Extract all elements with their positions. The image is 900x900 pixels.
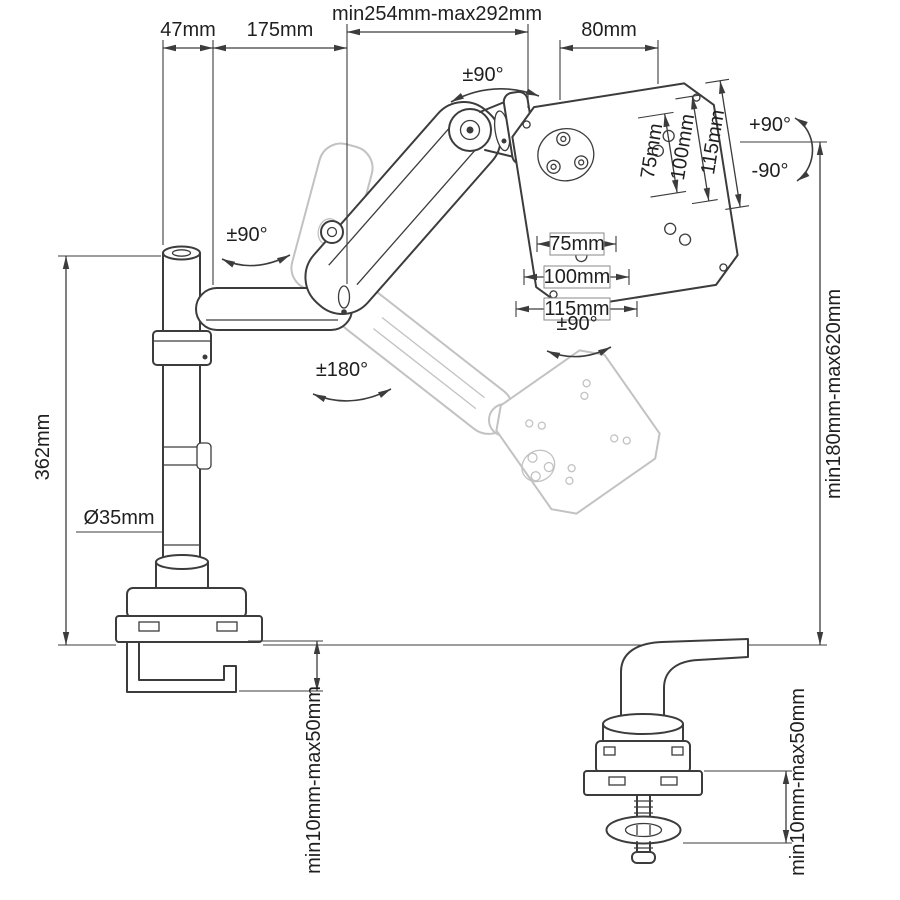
label-80mm: 80mm [581, 19, 637, 41]
label-desk-thickness-detail: min10mm-max50mm [787, 688, 809, 876]
label-head-tilt: ±90° [462, 64, 503, 86]
clamp-base-plate [115, 615, 263, 643]
head-tilt-arc [450, 88, 540, 103]
vesa-vertical-dimensions [637, 78, 750, 211]
clamp-dimension-main: min10mm-max50mm [239, 640, 325, 874]
ghost-arm-position [290, 142, 661, 515]
clamp-housing [126, 587, 247, 619]
label-175mm: 175mm [247, 19, 314, 41]
clamp-assembly [115, 554, 263, 693]
forearm-swivel-arc [312, 388, 392, 402]
label-desk-thickness-main: min10mm-max50mm [303, 686, 325, 874]
ghost-vesa-plate [495, 349, 661, 515]
label-pivot-down: -90° [752, 160, 789, 182]
label-pivot-up: +90° [749, 114, 791, 136]
vesa-horizontal-dimensions: 75mm 100mm 115mm [515, 232, 638, 321]
pivot-arc [794, 117, 814, 182]
label-pole-diameter: Ø35mm [83, 507, 154, 529]
top-dimensions: 47mm 175mm min254mm-max292mm 80mm [160, 3, 659, 285]
plate-rotation-arc [546, 346, 612, 359]
pole-assembly [152, 245, 212, 566]
label-vesa-h-115: 115mm [544, 298, 609, 320]
left-dimensions: 362mm Ø35mm [32, 255, 163, 646]
rotation-annotations: ±90° ±90° ±180° ±90° +90° -90° [221, 64, 814, 402]
label-plate-rotation: ±90° [556, 313, 597, 335]
detail-pole-neck [620, 638, 749, 727]
label-arm-swivel: ±90° [226, 224, 267, 246]
pole [162, 252, 201, 566]
detail-base-plate [583, 770, 703, 796]
label-vesa-h-75: 75mm [549, 233, 605, 255]
cable-clip [196, 442, 212, 470]
mounting-collar [152, 330, 212, 366]
arm-assembly [195, 90, 538, 331]
clamp-detail-view: min10mm-max50mm [583, 638, 809, 876]
label-47mm: 47mm [160, 19, 216, 41]
arm-swivel-arc [221, 254, 291, 268]
label-reach-range: min254mm-max292mm [332, 3, 542, 25]
label-height-range: min180mm-max620mm [823, 289, 845, 499]
label-vesa-h-100: 100mm [544, 266, 611, 288]
upper-arm [304, 101, 502, 315]
detail-base-block [595, 740, 691, 774]
clamp-jaw [126, 641, 237, 693]
detail-rod-nut [631, 851, 656, 864]
label-362mm: 362mm [32, 414, 54, 481]
label-forearm-swivel: ±180° [316, 359, 368, 381]
